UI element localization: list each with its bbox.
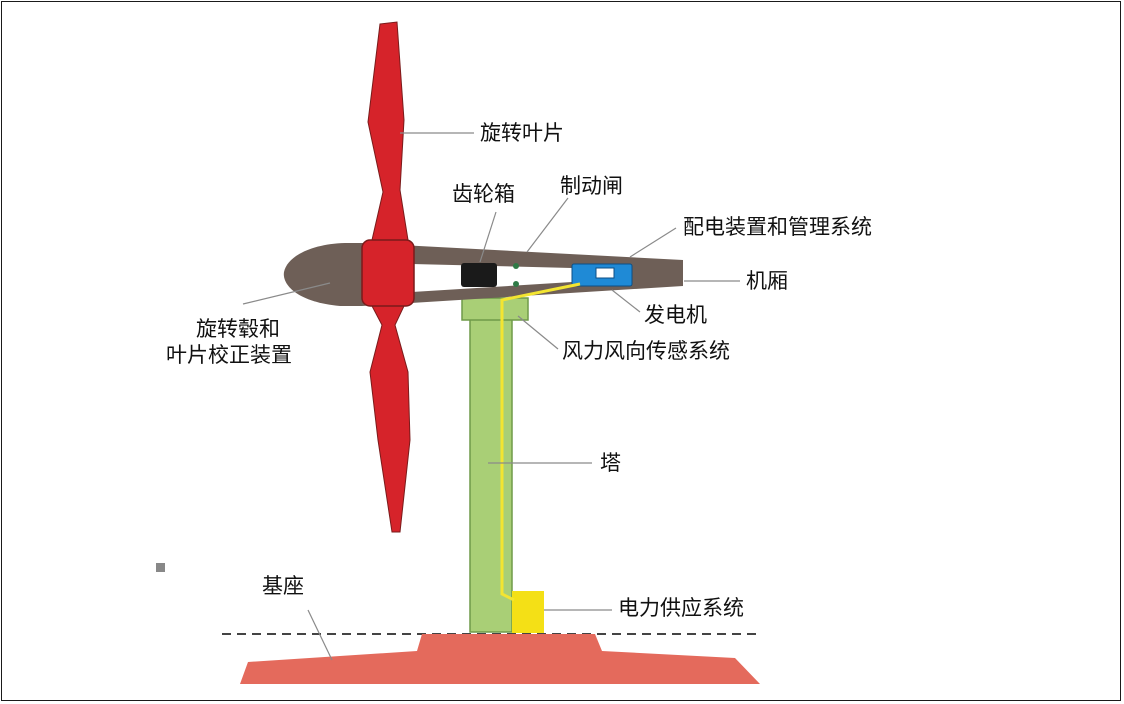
label-base: 基座: [262, 574, 304, 598]
label-rotating-blades: 旋转叶片: [480, 121, 564, 145]
label-wind-sensor: 风力风向传感系统: [562, 339, 730, 363]
tower-top: [461, 297, 529, 321]
brake-dot: [513, 263, 519, 269]
label-control-system: 配电装置和管理系统: [683, 215, 872, 239]
artifact-mark: [156, 563, 165, 572]
label-nacelle: 机厢: [746, 269, 788, 293]
power-supply-box: [512, 591, 544, 633]
leader-gearbox: [479, 211, 497, 263]
base-foundation: [240, 634, 760, 684]
generator-window: [595, 267, 615, 279]
label-brake: 制动闸: [560, 174, 623, 198]
label-power-supply: 电力供应系统: [618, 596, 744, 620]
power-cable: [500, 282, 581, 602]
drive-shaft: [490, 270, 576, 278]
label-tower: 塔: [600, 451, 621, 475]
blade-bottom: [369, 305, 411, 533]
leader-hub: [242, 282, 331, 305]
leader-generator: [611, 289, 641, 313]
brake-dot: [513, 281, 519, 287]
blade-top: [367, 21, 409, 241]
leader-sensor: [517, 315, 559, 350]
rotor-hub: [361, 239, 415, 307]
tower-body: [469, 317, 513, 633]
leader-control: [629, 227, 677, 258]
label-generator: 发电机: [644, 303, 707, 327]
label-hub-line2: 叶片校正装置: [166, 343, 292, 367]
leader-base: [307, 609, 333, 661]
label-hub-line1: 旋转毂和: [196, 317, 280, 341]
gearbox-block: [461, 263, 497, 287]
leader-brake: [526, 197, 569, 253]
label-gearbox: 齿轮箱: [452, 182, 515, 206]
